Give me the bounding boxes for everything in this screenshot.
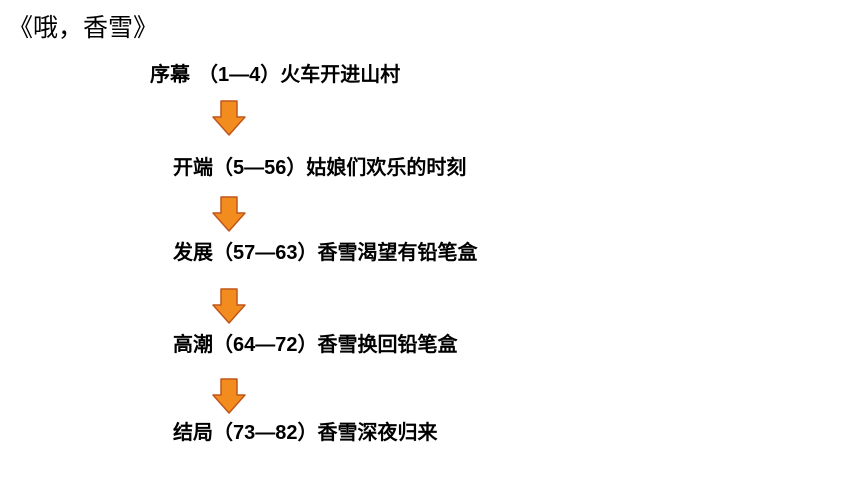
step-desc: 香雪渴望有铅笔盒: [317, 240, 478, 264]
step-name: 发展: [173, 240, 213, 264]
step-climax: 高潮（64—72）香雪换回铅笔盒: [173, 330, 458, 359]
step-range: （73—82）: [213, 422, 318, 444]
step-range: （57—63）: [213, 242, 318, 264]
arrow-down-icon: [212, 100, 246, 136]
step-development: 发展（57—63）香雪渴望有铅笔盒: [173, 238, 478, 267]
step-desc: 火车开进山村: [280, 62, 401, 86]
step-name: 开端: [173, 155, 213, 179]
step-prologue: 序幕 （1—4）火车开进山村: [150, 60, 400, 89]
page-title: 《哦，香雪》: [8, 13, 159, 42]
step-range: （5—56）: [213, 157, 307, 179]
step-desc: 姑娘们欢乐的时刻: [306, 155, 467, 179]
arrow-down-icon: [212, 196, 246, 232]
step-desc: 香雪深夜归来: [317, 420, 438, 444]
step-name: 结局: [173, 420, 213, 444]
arrow-down-icon: [212, 288, 246, 324]
step-ending: 结局（73—82）香雪深夜归来: [173, 418, 438, 447]
step-desc: 香雪换回铅笔盒: [317, 332, 458, 356]
arrow-down-icon: [212, 378, 246, 414]
step-name: 高潮: [173, 332, 213, 356]
step-beginning: 开端（5—56）姑娘们欢乐的时刻: [173, 153, 466, 182]
step-range: （1—4）: [198, 64, 281, 86]
step-range: （64—72）: [213, 334, 318, 356]
step-name: 序幕: [150, 62, 190, 86]
